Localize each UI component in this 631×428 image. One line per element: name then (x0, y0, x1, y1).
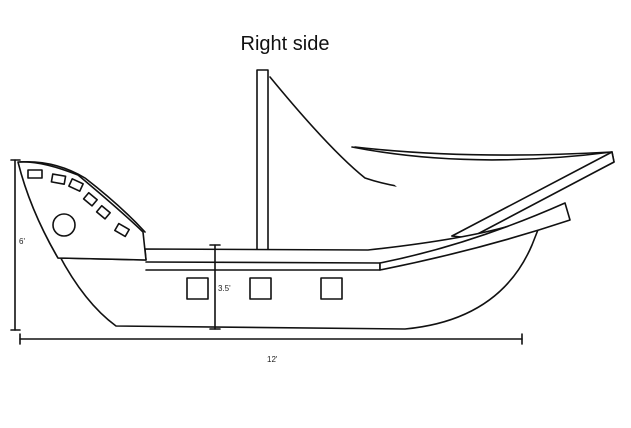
stern-window (27, 169, 43, 179)
overall-height-label: 6' (19, 237, 25, 246)
hull-window (320, 277, 343, 300)
hull-window (186, 277, 209, 300)
hull-window (249, 277, 272, 300)
bow-rail (379, 202, 571, 271)
lower-sail-curve (354, 146, 613, 156)
stern-window (50, 173, 67, 185)
stern-castle (17, 160, 147, 261)
diagram-title: Right side (240, 33, 330, 55)
mast (256, 69, 269, 252)
stern-window (68, 178, 84, 192)
hull-height-label: 3.5' (218, 284, 231, 293)
length-label: 12' (267, 355, 278, 364)
stern-castle-inner-line (19, 161, 146, 233)
stern-window (95, 204, 111, 220)
stern-window (114, 222, 130, 238)
stern-window (82, 191, 98, 207)
porthole (52, 213, 76, 237)
